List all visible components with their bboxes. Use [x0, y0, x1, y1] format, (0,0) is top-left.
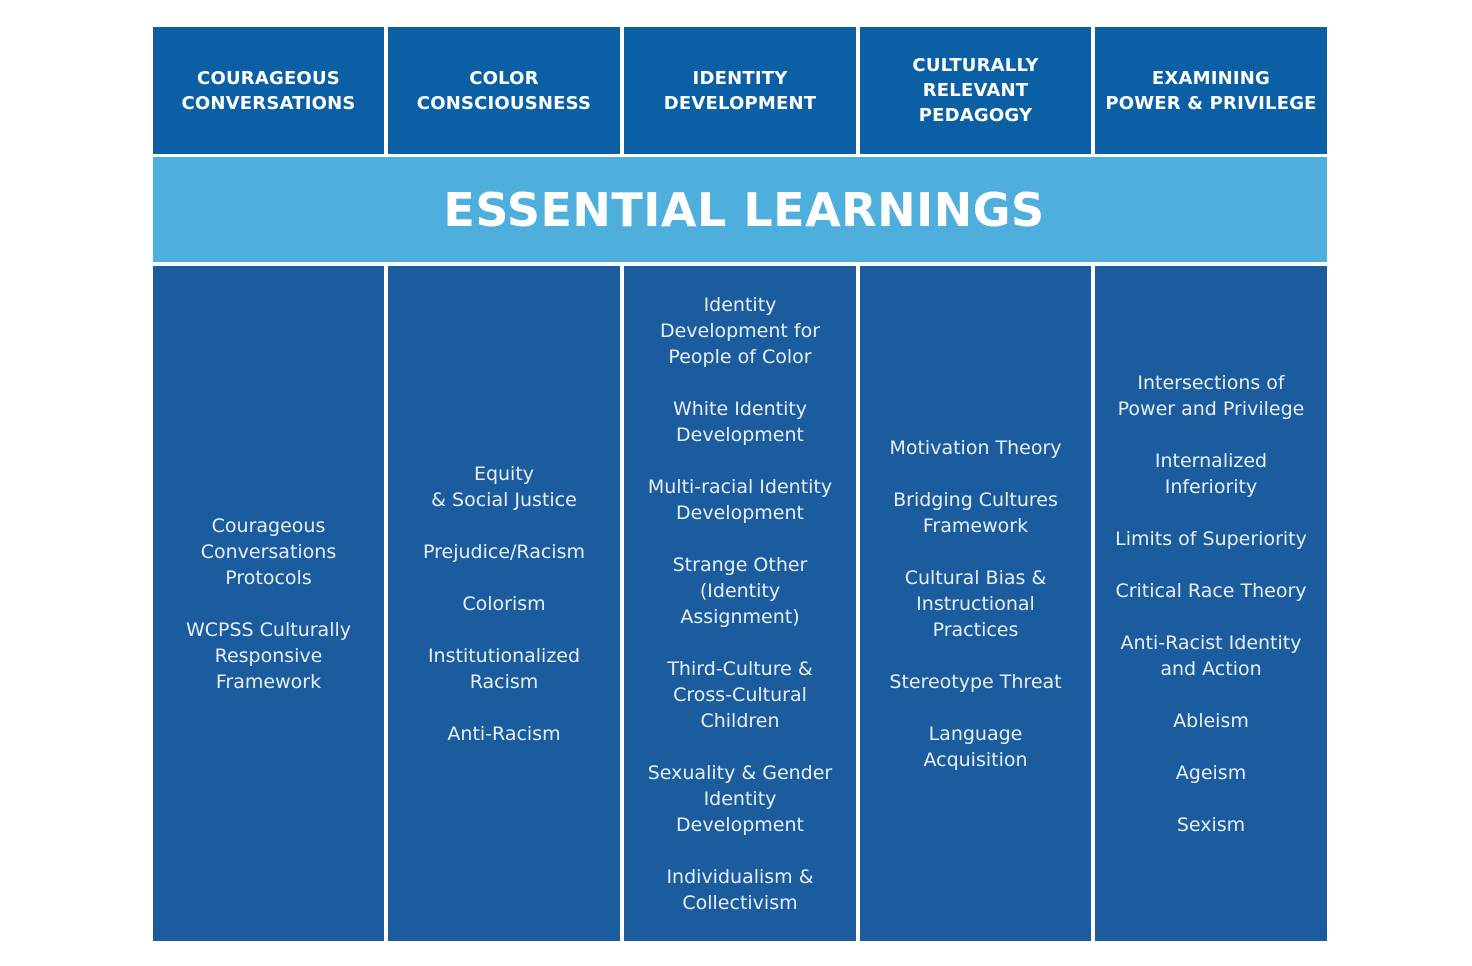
topic-item: White Identity Development	[672, 397, 808, 446]
column-color-consciousness: Equity & Social Justice Prejudice/Racism…	[388, 266, 620, 941]
topic-item: Critical Race Theory	[1115, 579, 1307, 602]
topic-item: Cultural Bias & Instructional Practices	[904, 566, 1047, 641]
topic-item: Motivation Theory	[889, 436, 1062, 459]
topic-item: Strange Other (Identity Assignment)	[672, 553, 808, 628]
topic-item: Stereotype Threat	[889, 670, 1062, 693]
column-culturally-relevant-pedagogy: Motivation Theory Bridging Cultures Fram…	[860, 266, 1091, 941]
topic-item: Multi-racial Identity Development	[647, 475, 833, 524]
topic-item: Third-Culture & Cross-Cultural Children	[667, 657, 813, 732]
topic-item: Equity & Social Justice	[431, 462, 577, 511]
essential-learnings-banner: ESSENTIAL LEARNINGS	[153, 157, 1327, 262]
topic-item: Individualism & Collectivism	[666, 865, 814, 914]
topic-item: Sexuality & Gender Identity Development	[647, 761, 833, 836]
header-culturally-relevant-pedagogy: CULTURALLY RELEVANT PEDAGOGY	[860, 27, 1091, 154]
column-identity-development: Identity Development for People of Color…	[624, 266, 856, 941]
topic-item: Prejudice/Racism	[423, 540, 585, 563]
topic-item: WCPSS Culturally Responsive Framework	[185, 618, 351, 693]
essential-learnings-diagram: COURAGEOUS CONVERSATIONS COLOR CONSCIOUS…	[153, 27, 1327, 941]
topic-item: Courageous Conversations Protocols	[200, 514, 337, 589]
header-examining-power-privilege: EXAMINING POWER & PRIVILEGE	[1095, 27, 1327, 154]
topic-item: Ageism	[1175, 761, 1247, 784]
header-color-consciousness: COLOR CONSCIOUSNESS	[388, 27, 620, 154]
topic-item: Anti-Racism	[447, 722, 561, 745]
topic-item: Sexism	[1176, 813, 1246, 836]
column-courageous-conversations: Courageous Conversations Protocols WCPSS…	[153, 266, 384, 941]
topic-item: Intersections of Power and Privilege	[1117, 371, 1305, 420]
header-label: COURAGEOUS CONVERSATIONS	[181, 67, 356, 114]
header-label: EXAMINING POWER & PRIVILEGE	[1105, 67, 1317, 114]
topic-item: Bridging Cultures Framework	[893, 488, 1058, 537]
header-label: IDENTITY DEVELOPMENT	[663, 67, 817, 114]
header-courageous-conversations: COURAGEOUS CONVERSATIONS	[153, 27, 384, 154]
header-identity-development: IDENTITY DEVELOPMENT	[624, 27, 856, 154]
topic-item: Language Acquisition	[923, 722, 1028, 771]
topic-item: Internalized Inferiority	[1154, 449, 1268, 498]
topic-item: Identity Development for People of Color	[659, 293, 821, 368]
header-label: COLOR CONSCIOUSNESS	[416, 67, 592, 114]
column-examining-power-privilege: Intersections of Power and Privilege Int…	[1095, 266, 1327, 941]
topic-item: Anti-Racist Identity and Action	[1120, 631, 1302, 680]
topic-item: Institutionalized Racism	[427, 644, 581, 693]
topic-item: Ableism	[1173, 709, 1249, 732]
topic-item: Limits of Superiority	[1115, 527, 1307, 550]
banner-title: ESSENTIAL LEARNINGS	[443, 182, 1045, 237]
header-label: CULTURALLY RELEVANT PEDAGOGY	[912, 55, 1039, 126]
topic-item: Colorism	[462, 592, 546, 615]
header-row: COURAGEOUS CONVERSATIONS COLOR CONSCIOUS…	[153, 27, 1327, 154]
